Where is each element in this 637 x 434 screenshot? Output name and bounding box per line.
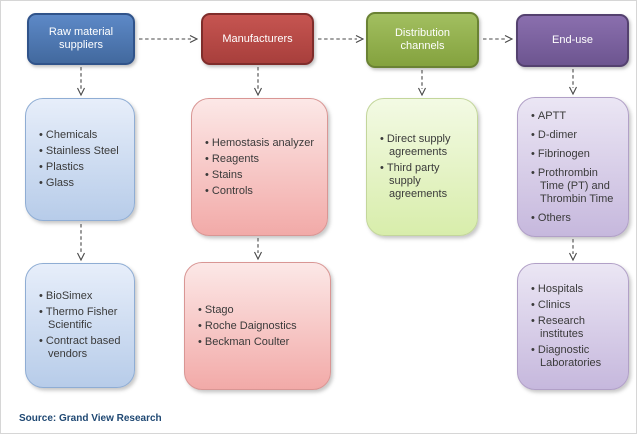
bullet-item: Roche Daignostics bbox=[198, 320, 297, 333]
arrow-raw-items-to-vendors bbox=[77, 224, 85, 262]
stage-header-end-use: End-use bbox=[516, 14, 629, 67]
bullet-item: Hospitals bbox=[531, 283, 622, 296]
bullet-item: Thermo Fisher Scientific bbox=[39, 306, 128, 332]
raw-material-vendors-box: BioSimexThermo Fisher ScientificContract… bbox=[25, 263, 135, 388]
bullet-item: Fibrinogen bbox=[531, 148, 622, 161]
bullet-item: Chemicals bbox=[39, 129, 119, 142]
bullet-list: BioSimexThermo Fisher ScientificContract… bbox=[26, 287, 134, 364]
stage-header-label: Manufacturers bbox=[222, 32, 293, 45]
bullet-item: Stains bbox=[205, 169, 314, 182]
stage-header-label: End-use bbox=[552, 34, 593, 46]
bullet-item: Stainless Steel bbox=[39, 145, 119, 158]
arrow-distribution-header-to-items bbox=[418, 70, 426, 97]
bullet-item: Diagnostic Laboratories bbox=[531, 344, 622, 370]
bullet-item: Third party supply agreements bbox=[380, 162, 471, 201]
bullet-item: Stago bbox=[198, 304, 297, 317]
bullet-item: APTT bbox=[531, 110, 622, 123]
arrow-raw-header-to-items bbox=[77, 67, 85, 97]
bullet-list: APTT D-dimerFibrinogenProthrombin Time (P… bbox=[518, 104, 628, 231]
stage-header-raw-material-suppliers: Raw material suppliers bbox=[27, 13, 135, 65]
bullet-item: Prothrombin Time (PT) and Thrombin Time bbox=[531, 167, 622, 206]
arrow-manufacturers-items-to-companies bbox=[254, 238, 262, 261]
bullet-item: Hemostasis analyzer bbox=[205, 137, 314, 150]
bullet-item: Plastics bbox=[39, 161, 119, 174]
raw-materials-box: ChemicalsStainless SteelPlasticsGlass bbox=[25, 98, 135, 221]
bullet-list: Direct supply agreementsThird party supp… bbox=[367, 130, 477, 204]
bullet-item: Others bbox=[531, 212, 622, 225]
stage-header-label: Distribution channels bbox=[394, 27, 451, 52]
bullet-item: Direct supply agreements bbox=[380, 133, 471, 159]
bullet-item: Contract based vendors bbox=[39, 335, 128, 361]
bullet-item: Reagents bbox=[205, 153, 314, 166]
enduse-endusers-box: HospitalsClinicsResearch institutesDiagn… bbox=[517, 263, 629, 390]
source-note: Source: Grand View Research bbox=[19, 413, 162, 424]
bullet-item: BioSimex bbox=[39, 290, 128, 303]
stage-header-manufacturers: Manufacturers bbox=[201, 13, 314, 65]
bullet-list: Hemostasis analyzerReagentsStainsControl… bbox=[192, 134, 320, 201]
bullet-item: D-dimer bbox=[531, 129, 622, 142]
bullet-item: Beckman Coulter bbox=[198, 336, 297, 349]
manufacturer-companies-box: StagoRoche DaignosticsBeckman Coulter bbox=[184, 262, 331, 390]
arrow-raw-to-manufacturers bbox=[139, 35, 199, 43]
bullet-list: HospitalsClinicsResearch institutesDiagn… bbox=[518, 280, 628, 373]
distribution-agreements-box: Direct supply agreementsThird party supp… bbox=[366, 98, 478, 236]
arrow-manufacturers-header-to-items bbox=[254, 67, 262, 97]
bullet-list: StagoRoche DaignosticsBeckman Coulter bbox=[185, 301, 303, 352]
arrow-distribution-to-enduse bbox=[483, 35, 514, 43]
stage-header-label: Raw material suppliers bbox=[48, 26, 114, 51]
manufacturer-products-box: Hemostasis analyzerReagentsStainsControl… bbox=[191, 98, 328, 236]
bullet-item: Controls bbox=[205, 185, 314, 198]
bullet-list: ChemicalsStainless SteelPlasticsGlass bbox=[26, 126, 125, 193]
enduse-tests-box: APTT D-dimerFibrinogenProthrombin Time (P… bbox=[517, 97, 629, 237]
arrow-manufacturers-to-distribution bbox=[318, 35, 365, 43]
arrow-enduse-items-to-endusers bbox=[569, 239, 577, 262]
arrow-enduse-header-to-items bbox=[569, 69, 577, 96]
bullet-item: Clinics bbox=[531, 299, 622, 312]
stage-header-distribution-channels: Distribution channels bbox=[366, 12, 479, 68]
bullet-item: Glass bbox=[39, 177, 119, 190]
bullet-item: Research institutes bbox=[531, 315, 622, 341]
